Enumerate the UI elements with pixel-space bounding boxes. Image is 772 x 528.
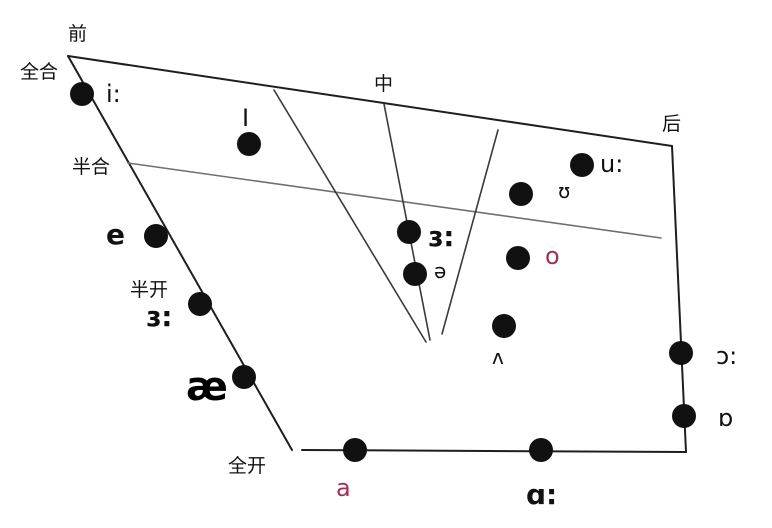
vowel-point-ae: [232, 365, 256, 389]
central-guide-right-line: [441, 129, 499, 335]
label-open: 全开: [228, 455, 266, 477]
top-edge-line: [67, 55, 673, 147]
back-edge-line: [671, 145, 687, 453]
vowel-point-wedge: [492, 314, 516, 338]
central-guide-left-line: [273, 89, 427, 343]
vowel-point-open-a-long: [529, 438, 553, 462]
vowel-label-i-long: i:: [106, 80, 121, 108]
label-central: 中: [374, 73, 393, 95]
vowel-label-ae: æ: [186, 364, 228, 410]
vowel-point-e: [144, 224, 168, 248]
vowel-label-a: a: [336, 474, 351, 502]
vowel-label-u-long: u:: [600, 150, 623, 178]
vowel-label-open-o-long: ɔ:: [716, 342, 737, 370]
vowel-label-schwa: ə: [434, 259, 446, 283]
vowel-label-e: e: [106, 218, 125, 251]
vowel-label-front-er: ɜ:: [146, 300, 172, 333]
label-front: 前: [68, 23, 87, 45]
vowel-point-a: [343, 438, 367, 462]
vowel-point-i-long: [70, 82, 94, 106]
vowel-point-schwa: [403, 262, 427, 286]
label-close: 全合: [20, 61, 58, 83]
label-half-open: 半开: [130, 279, 168, 301]
half-close-line: [127, 162, 662, 239]
vowel-label-I: I: [242, 104, 249, 132]
label-half-close: 半合: [72, 156, 110, 178]
vowel-label-open-a-long: ɑ:: [526, 478, 557, 511]
vowel-point-open-o-long: [669, 341, 693, 365]
vowel-point-front-er: [188, 292, 212, 316]
vowel-point-I: [237, 132, 261, 156]
vowel-point-central-er: [397, 220, 421, 244]
label-back: 后: [662, 113, 681, 135]
vowel-label-central-er: ɜ:: [428, 220, 454, 253]
vowel-point-u-long: [570, 153, 594, 177]
vowel-label-turned-a: ɒ: [718, 404, 733, 432]
vowel-point-turned-a: [672, 404, 696, 428]
front-edge-line: [67, 55, 293, 451]
vowel-point-o: [506, 246, 530, 270]
vowel-point-upsilon: [509, 182, 533, 206]
vowel-label-wedge: ʌ: [492, 345, 504, 369]
vowel-label-o: o: [545, 242, 560, 270]
vowel-label-upsilon: ʊ: [558, 179, 570, 203]
